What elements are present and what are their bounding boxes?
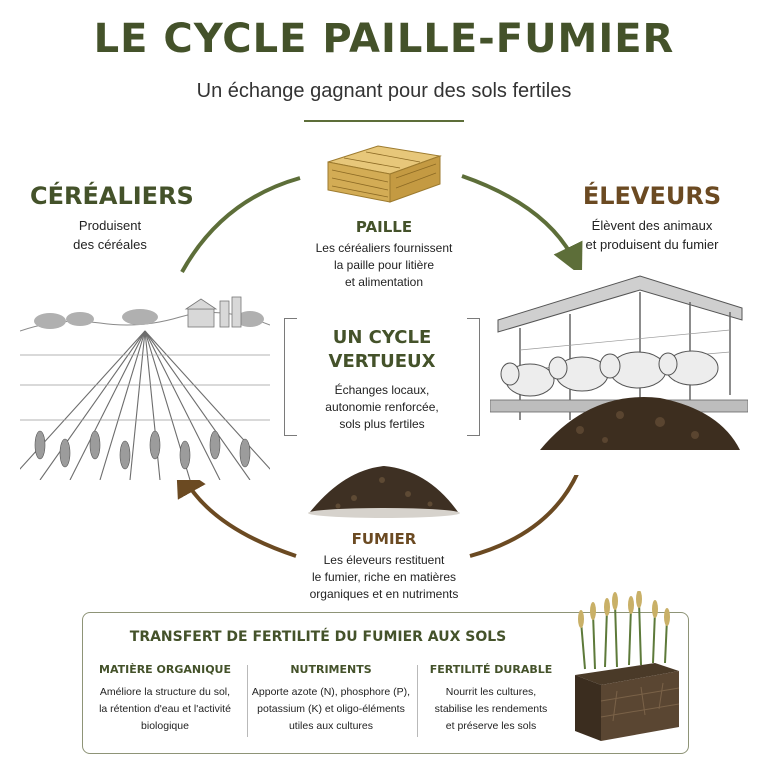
column-title: MATIÈRE ORGANIQUE: [99, 663, 231, 676]
cerealiers-description: Produisent des céréales: [73, 218, 147, 252]
manure-pile-illustration: [308, 466, 460, 518]
center-cycle-box: UN CYCLE VERTUEUX Échanges locaux, auton…: [284, 318, 480, 436]
soil-crop-illustration: [575, 591, 680, 741]
column-text: Nourrit les cultures, stabilise les rend…: [434, 686, 548, 732]
wheat-field-illustration: [20, 295, 270, 480]
straw-bale-illustration: [327, 145, 442, 203]
panel-title: TRANSFERT DE FERTILITÉ DU FUMIER AUX SOL…: [129, 629, 507, 645]
column-text: Améliore la structure du sol, la rétenti…: [99, 686, 231, 732]
page-title: LE CYCLE PAILLE-FUMIER: [93, 16, 675, 62]
fumier-description: Les éleveurs restituent le fumier, riche…: [309, 553, 459, 601]
column-title: FERTILITÉ DURABLE: [429, 663, 553, 676]
paille-description: Les céréaliers fournissent la paille pou…: [315, 241, 453, 289]
page-subtitle: Un échange gagnant pour des sols fertile…: [196, 80, 572, 102]
eleveurs-description: Élèvent des animaux et produisent du fum…: [585, 218, 719, 252]
column-nutrients: NUTRIMENTS Apporte azote (N), phosphore …: [251, 663, 411, 735]
center-left-bracket: [284, 318, 297, 436]
column-sustainable-fertility: FERTILITÉ DURABLE Nourrit les cultures, …: [421, 663, 561, 735]
arrow-paille-to-eleveurs: [461, 174, 583, 277]
arrow-cerealiers-to-paille: [180, 176, 301, 273]
column-divider: [247, 665, 248, 737]
eleveurs-title: ÉLEVEURS: [582, 182, 722, 210]
arrow-fumier-to-cerealiers: [176, 464, 297, 558]
cattle-barn-illustration: [490, 270, 748, 475]
column-title: NUTRIMENTS: [290, 663, 372, 676]
title-divider: [304, 120, 464, 122]
column-organic-matter: MATIÈRE ORGANIQUE Améliore la structure …: [87, 663, 243, 735]
fertility-transfer-panel: TRANSFERT DE FERTILITÉ DU FUMIER AUX SOL…: [82, 591, 689, 754]
column-divider: [417, 665, 418, 737]
fumier-title: FUMIER: [351, 530, 417, 548]
arrow-eleveurs-to-fumier: [469, 471, 580, 558]
center-title: UN CYCLE VERTUEUX: [328, 327, 436, 372]
paille-title: PAILLE: [355, 218, 413, 236]
cerealiers-title: CÉRÉALIERS: [30, 182, 194, 210]
column-text: Apporte azote (N), phosphore (P), potass…: [251, 686, 411, 732]
center-right-bracket: [467, 318, 480, 436]
center-description: Échanges locaux, autonomie renforcée, so…: [325, 383, 439, 431]
